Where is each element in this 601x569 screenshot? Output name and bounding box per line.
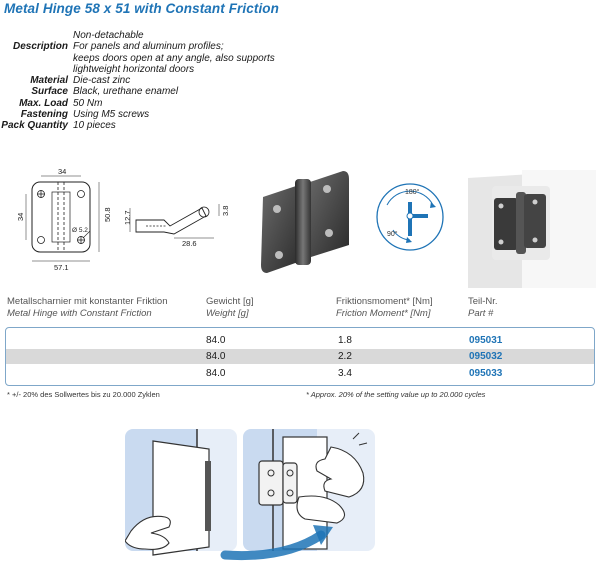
hinge-photo	[261, 171, 349, 273]
cell-weight: 84.0	[206, 368, 226, 379]
spec-value: 50 Nm	[73, 97, 103, 109]
spec-row: Surface Black, urethane enamel	[0, 86, 300, 97]
header-weight-en: Weight [g]	[206, 308, 249, 319]
product-table: 84.0 1.8 095031 84.0 2.2 095032 84.0 3.4…	[5, 327, 595, 386]
header-product-de: Metallscharnier mit konstanter Friktion	[7, 296, 168, 307]
rotation-angle-diagram: 180° 90°	[376, 183, 444, 251]
header-moment-de: Friktionsmoment* [Nm]	[336, 296, 433, 307]
spec-value: Non-detachable	[73, 30, 144, 41]
spec-row: Description For panels and aluminum profi…	[0, 41, 300, 75]
cell-part-number: 095032	[469, 351, 503, 362]
cell-part-number: 095031	[469, 335, 503, 346]
spec-row: Fastening Using M5 screws	[0, 109, 300, 120]
spec-row: Pack Quantity 10 pieces	[0, 120, 300, 131]
spec-row: Max. Load 50 Nm	[0, 98, 300, 109]
hinge-on-door-photo	[468, 170, 596, 288]
table-row: 84.0 1.8 095031	[6, 333, 594, 348]
cell-part-number: 095033	[469, 368, 503, 379]
angle-90-label: 90°	[387, 230, 398, 238]
dim-top: 34	[58, 168, 66, 176]
spec-label: Surface	[31, 86, 68, 98]
header-part-en: Part #	[468, 308, 494, 319]
spec-label: Material	[30, 75, 68, 87]
spec-label: Fastening	[20, 109, 68, 121]
spec-value: 10 pieces	[73, 120, 116, 132]
spec-row: Material Die-cast zinc	[0, 75, 300, 86]
technical-drawing: 34 34 50.8 57.1 Ø 5.2 28.6 12.7 3.8	[16, 168, 230, 272]
spec-value: Using M5 screws	[73, 109, 150, 121]
spec-label: Max. Load	[19, 97, 68, 109]
cell-moment: 3.4	[338, 368, 352, 379]
dim-hole: Ø 5.2	[72, 227, 88, 234]
cell-weight: 84.0	[206, 351, 226, 362]
cell-moment: 1.8	[338, 335, 352, 346]
spec-label: Description	[12, 41, 68, 53]
angle-180-label: 180°	[405, 188, 420, 196]
footnote-de: * +/- 20% des Sollwertes bis zu 20.000 Z…	[7, 390, 160, 399]
hinge-side-view	[129, 204, 220, 239]
header-moment-en: Friction Moment* [Nm]	[336, 308, 431, 319]
usage-illustration	[125, 429, 375, 561]
dim-side-width: 28.6	[182, 239, 197, 248]
dim-right: 50.8	[103, 207, 112, 222]
hinge-front-view	[25, 175, 100, 262]
spec-label	[0, 30, 73, 41]
dim-side-height: 12.7	[123, 210, 132, 225]
dim-left: 34	[16, 213, 25, 221]
spec-label: Pack Quantity	[1, 120, 68, 132]
footnote-en: * Approx. 20% of the setting value up to…	[306, 390, 486, 399]
table-row: 84.0 3.4 095033	[6, 366, 594, 381]
header-part-de: Teil-Nr.	[468, 296, 498, 307]
dim-side-thickness: 3.8	[221, 206, 230, 216]
spec-value: Black, urethane enamel	[73, 86, 179, 98]
table-header: Metallscharnier mit konstanter Friktion …	[7, 296, 587, 324]
spec-value: For panels and aluminum profiles; keeps …	[73, 41, 275, 75]
dim-bottom: 57.1	[54, 263, 69, 272]
cell-moment: 2.2	[338, 351, 352, 362]
header-product-en: Metal Hinge with Constant Friction	[7, 308, 152, 319]
header-weight-de: Gewicht [g]	[206, 296, 254, 307]
spec-row: Non-detachable	[0, 30, 300, 41]
page-title: Metal Hinge 58 x 51 with Constant Fricti…	[4, 1, 279, 16]
table-row: 84.0 2.2 095032	[6, 349, 594, 364]
cell-weight: 84.0	[206, 335, 226, 346]
spec-list: Non-detachable Description For panels and…	[0, 30, 300, 132]
spec-value: Die-cast zinc	[73, 75, 131, 87]
